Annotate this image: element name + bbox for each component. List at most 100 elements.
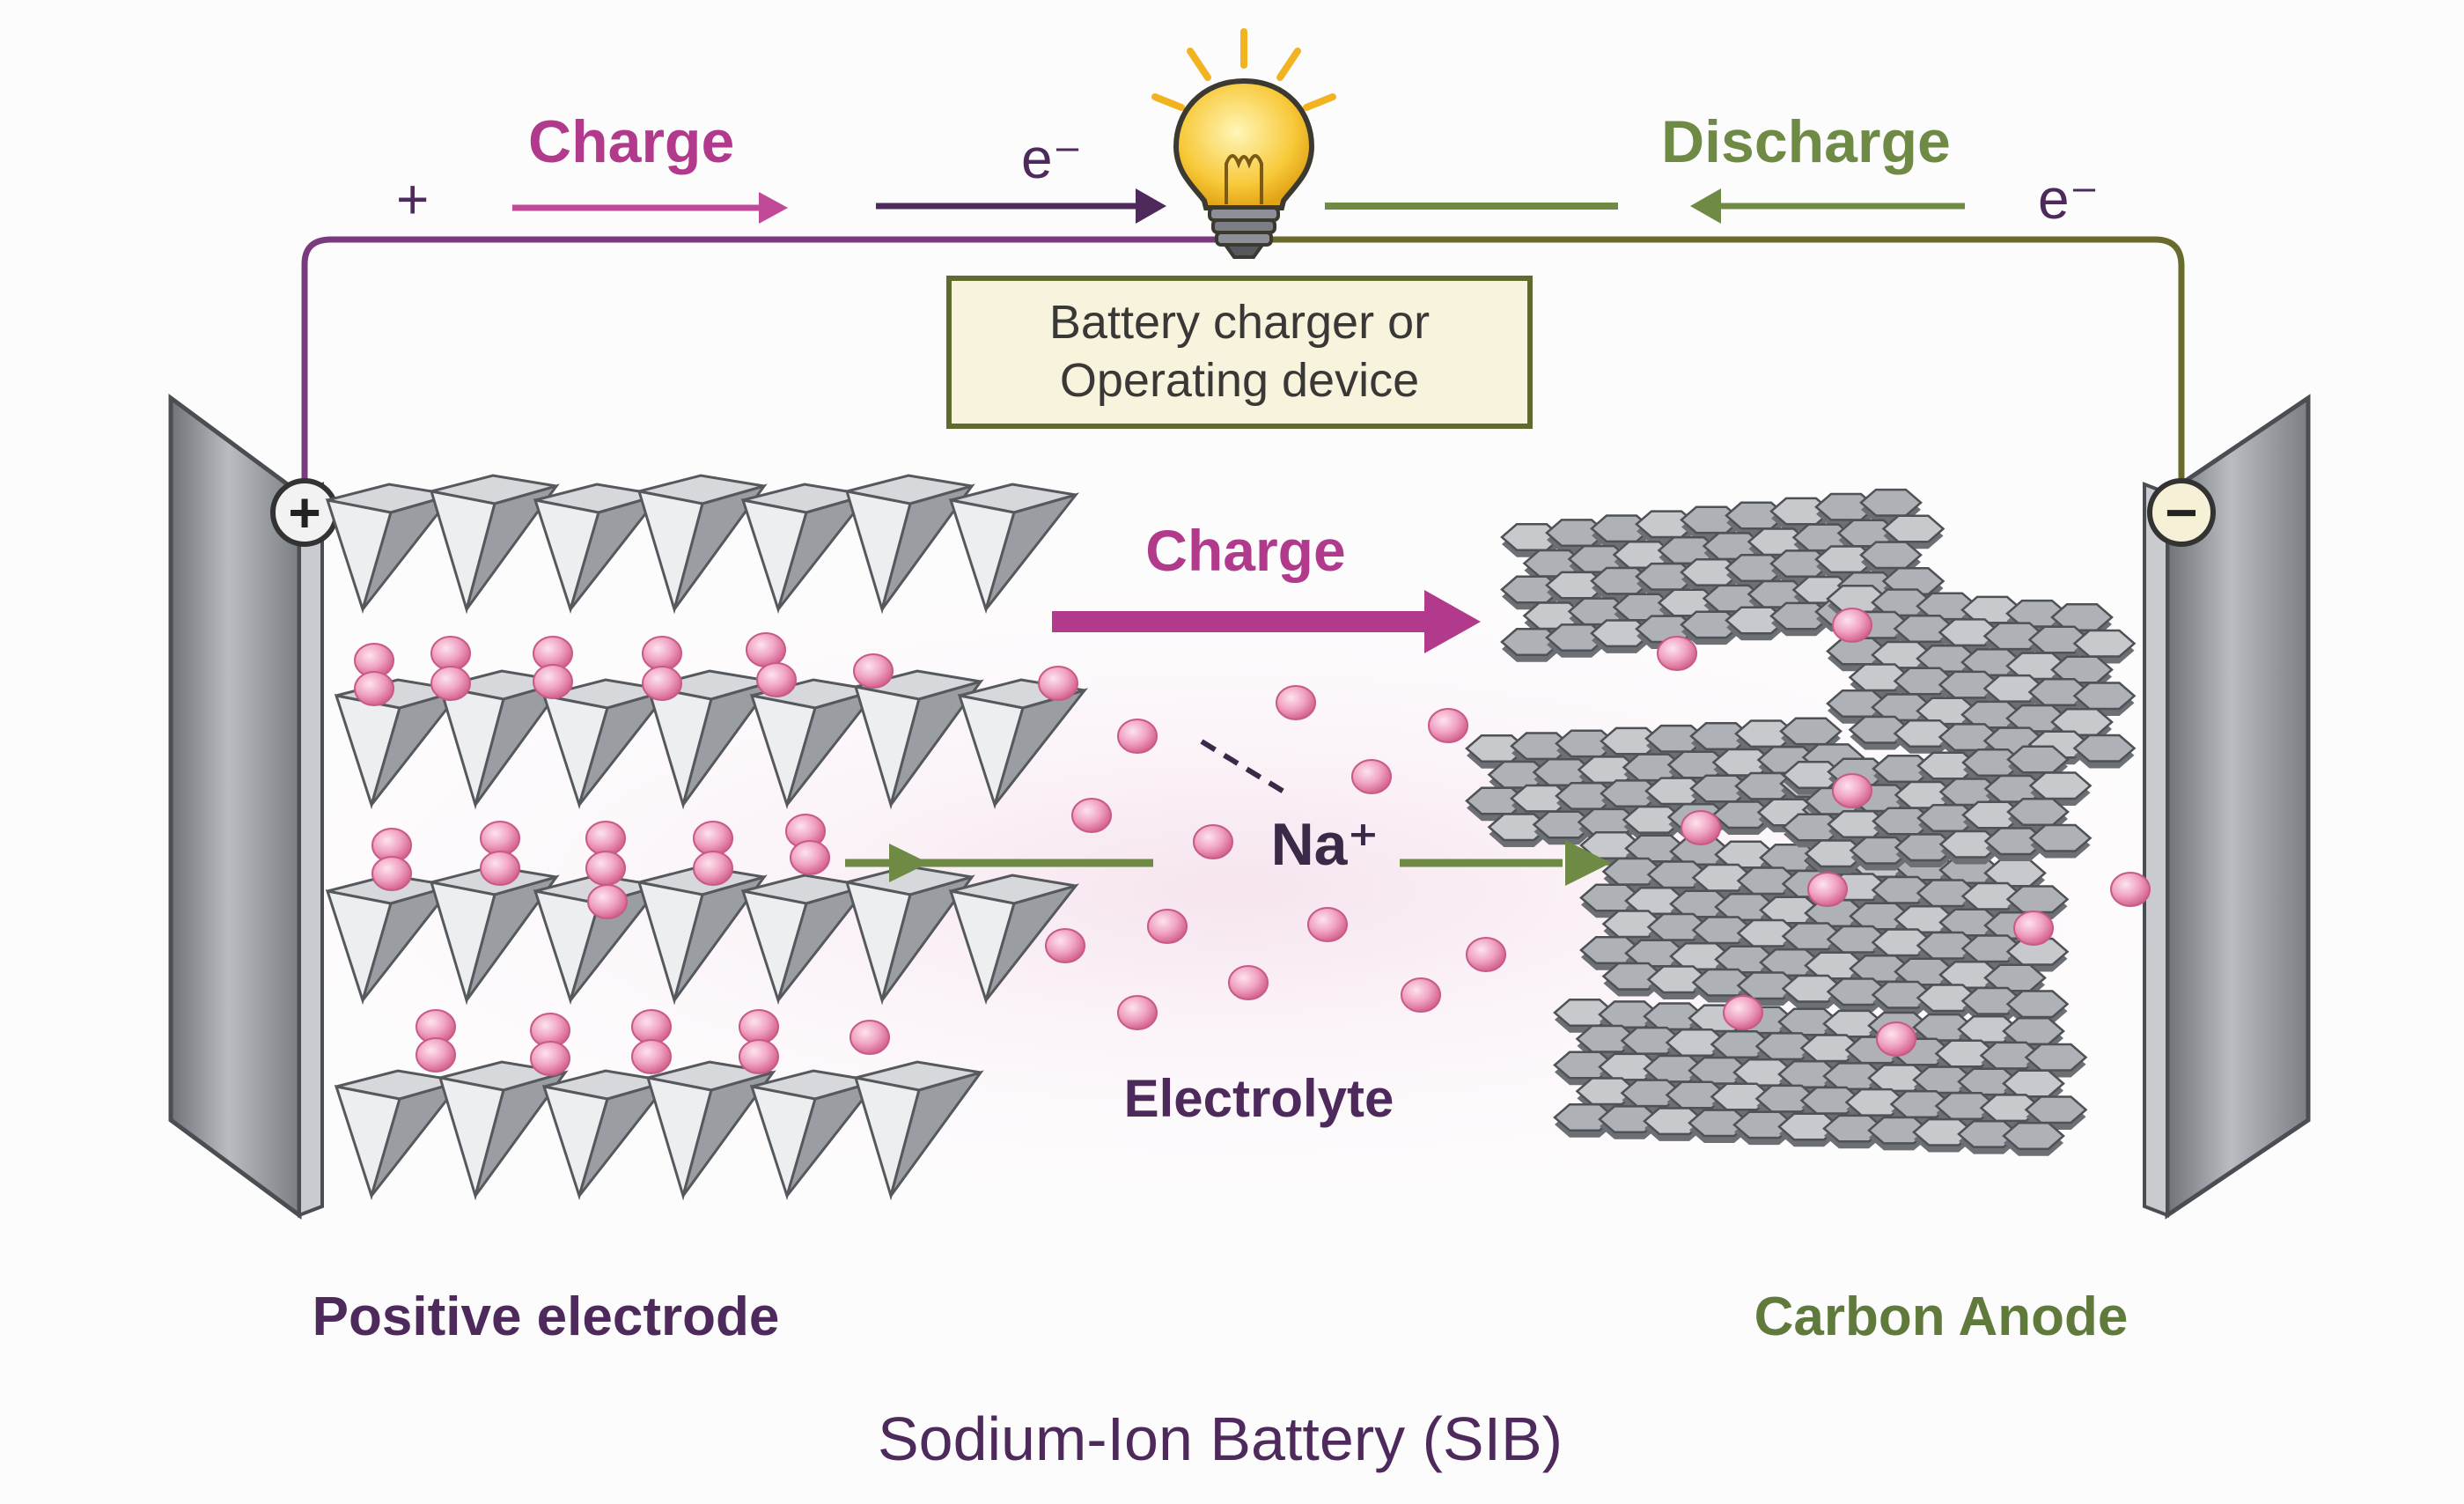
prism-side <box>577 1079 673 1197</box>
hex-cell <box>2072 682 2137 711</box>
hex-cell <box>2006 745 2070 774</box>
hex-cell <box>1691 968 1755 997</box>
na-ion <box>430 666 471 701</box>
hex-cell <box>1938 670 2002 699</box>
na-ion <box>1038 666 1078 701</box>
hex-cell <box>2002 1069 2065 1098</box>
hex-cell <box>1916 879 1980 908</box>
hex-cell <box>2027 678 2092 707</box>
lightbulb-icon <box>1151 28 1336 259</box>
device-box-line1: Battery charger or <box>1049 296 1430 349</box>
top-discharge-label: Discharge <box>1661 108 1951 175</box>
na-ion <box>850 1020 890 1055</box>
hex-cell <box>1916 984 1980 1013</box>
hex-cell <box>1934 1092 1998 1121</box>
hex-cell <box>1601 962 1666 991</box>
hex-cell <box>1881 567 1945 596</box>
hex-cell <box>1889 1089 1953 1118</box>
na-ion <box>1307 907 1348 942</box>
hex-cell <box>1979 1094 2043 1123</box>
hex-cell <box>1822 1114 1886 1143</box>
prism-side <box>577 688 673 806</box>
hex-cell <box>1754 1084 1819 1113</box>
hex-cell <box>2002 1017 2065 1045</box>
na-ion <box>2013 911 2054 946</box>
hex-cell <box>1779 717 1842 746</box>
electron-left-label: e⁻ <box>1021 127 1082 190</box>
graphene-sheet <box>1782 745 2093 874</box>
prism-side <box>370 688 466 806</box>
hex-cell <box>1553 1103 1616 1132</box>
hex-cell <box>2006 798 2070 826</box>
na-ion <box>533 664 573 699</box>
na-ion <box>480 821 520 856</box>
hex-cell <box>1982 622 2047 651</box>
na-ion <box>1681 810 1721 845</box>
hex-cell <box>2028 771 2093 800</box>
hex-cell <box>1575 1077 1639 1106</box>
negative-current-collector <box>2143 394 2311 1220</box>
hex-cell <box>1960 934 2025 963</box>
na-ion <box>585 821 626 856</box>
hex-cell <box>1893 614 1957 643</box>
hex-cell <box>1736 971 1800 1000</box>
na-ion <box>790 840 830 875</box>
prism-side <box>465 874 560 1001</box>
na-ion <box>642 666 682 701</box>
hex-cell <box>2005 937 2070 966</box>
na-ion <box>1657 636 1697 671</box>
prism-side <box>681 679 776 806</box>
hex-cell <box>1867 1116 1931 1145</box>
hex-cell <box>1643 1107 1706 1136</box>
device-box: Battery charger or Operating device <box>946 276 1533 429</box>
positive-electrode-layers <box>325 474 1089 1201</box>
na-ion <box>1466 937 1506 972</box>
hex-cell <box>2002 1122 2065 1150</box>
hex-cell <box>2028 823 2093 852</box>
na-ion <box>693 851 733 886</box>
na-ion <box>430 636 471 671</box>
hex-cell <box>1894 833 1958 862</box>
na-ion <box>1276 685 1316 720</box>
prism-side <box>474 679 569 806</box>
hex-cell <box>1754 1032 1819 1061</box>
na-ion <box>371 856 412 891</box>
positive-current-collector <box>168 394 324 1220</box>
hex-cell <box>2005 990 2070 1019</box>
prism-side <box>776 883 872 1001</box>
ion-pointer-dash <box>1200 739 1287 795</box>
hex-cell <box>1725 606 1788 635</box>
na-ion <box>1807 872 1848 907</box>
plus-sign: + <box>396 167 429 231</box>
prism-side <box>880 483 975 610</box>
hex-cell <box>1646 965 1710 994</box>
hex-cell <box>1777 1112 1841 1141</box>
na-ion <box>1428 708 1468 743</box>
hex-cell <box>1500 628 1563 656</box>
na-ion <box>642 636 682 671</box>
na-ion <box>1147 909 1188 944</box>
hex-cell <box>1688 1109 1751 1138</box>
hex-cell <box>1982 674 2047 703</box>
hex-cell <box>2027 625 2092 654</box>
hex-cell <box>1960 986 2025 1015</box>
prism-side <box>785 688 881 806</box>
prism-side <box>681 1070 776 1197</box>
hex-cell <box>1960 881 2025 911</box>
hex-cell <box>1893 667 1957 696</box>
negative-terminal-symbol: − <box>2165 481 2197 544</box>
hex-cell <box>1781 974 1845 1003</box>
prism-side <box>776 492 872 610</box>
na-ion <box>1117 719 1158 754</box>
hex-cell <box>1620 1079 1684 1108</box>
ion-label: Na⁺ <box>1271 811 1379 878</box>
hex-cell <box>1601 857 1666 886</box>
na-ion <box>1193 824 1233 859</box>
cathode-layer <box>334 1060 984 1201</box>
positive-electrode-label: Positive electrode <box>313 1287 780 1347</box>
na-ion <box>631 1039 672 1074</box>
hex-cell <box>1826 925 1890 954</box>
hex-cell <box>1646 860 1710 889</box>
